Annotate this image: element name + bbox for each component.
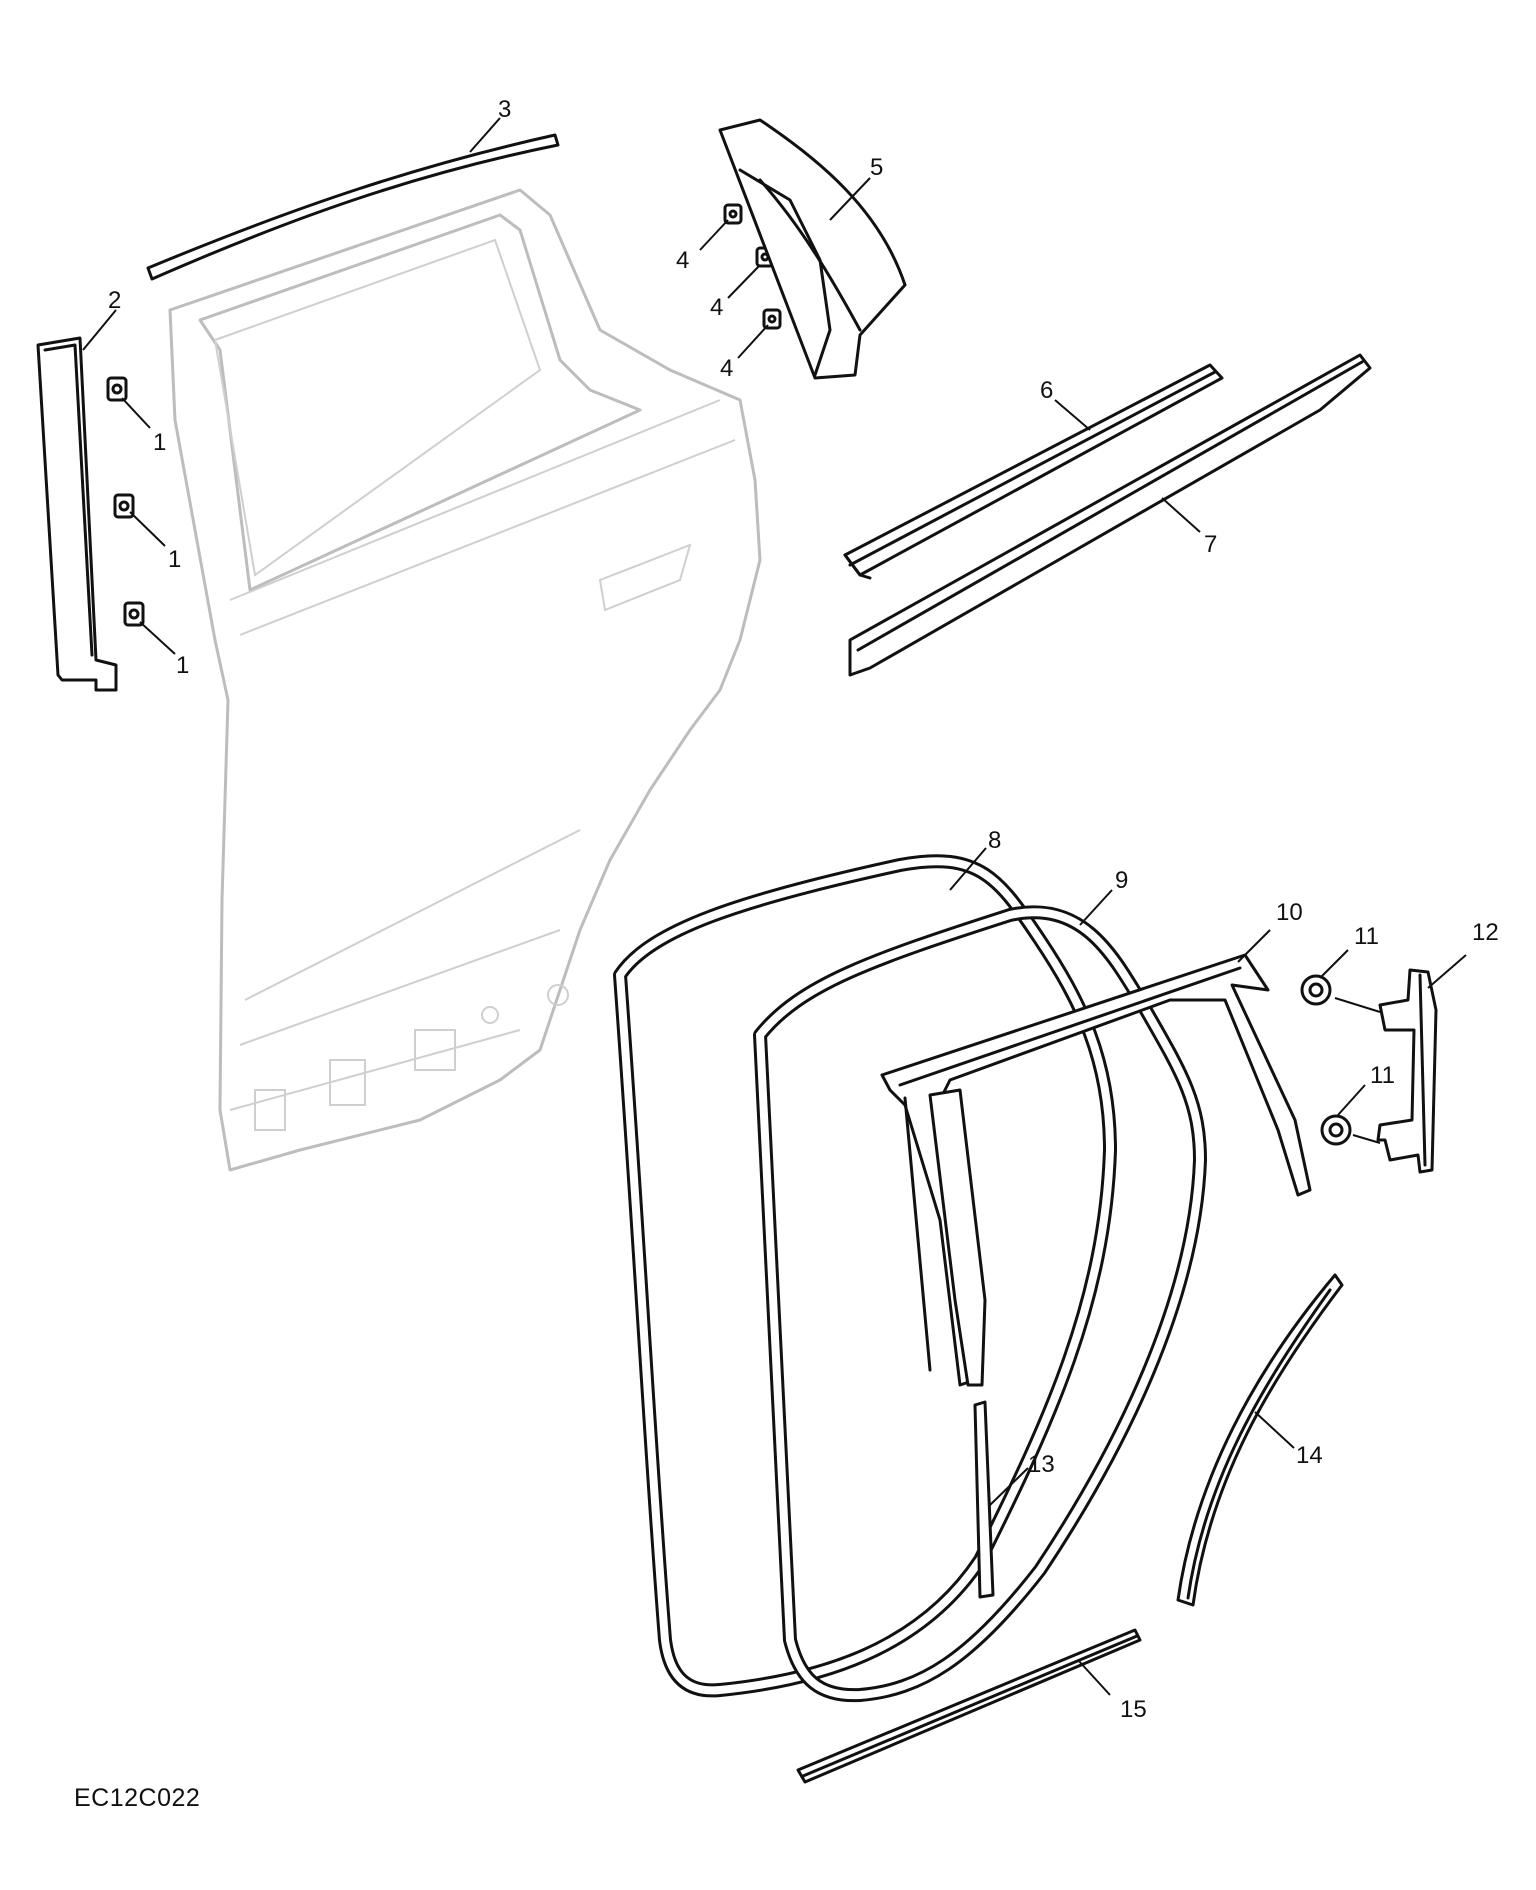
- callout-10: 10: [1276, 899, 1303, 926]
- callout-5: 5: [870, 154, 883, 181]
- part-14-curved-seal: [1176, 1273, 1344, 1607]
- part-1-clips: [106, 376, 145, 627]
- callout-8: 8: [988, 827, 1001, 854]
- callout-6: 6: [1040, 377, 1053, 404]
- part-9-body-seal: [753, 905, 1207, 1703]
- callout-3: 3: [498, 96, 511, 123]
- part-12-bracket: [1376, 968, 1438, 1174]
- rear-door-shell: [168, 188, 762, 1172]
- part-8-door-seal: [613, 854, 1117, 1698]
- callout-numbers: 2 3 1 1 1 4 4 4 5 6 7 8 9 10 11 11 12 13…: [108, 96, 1499, 1723]
- callout-12: 12: [1472, 919, 1499, 946]
- part-11-grommets: [1300, 974, 1381, 1146]
- callout-1: 1: [168, 546, 181, 573]
- nut-icon: [723, 203, 743, 225]
- callout-4: 4: [676, 247, 689, 274]
- leader-lines: [82, 117, 1467, 1696]
- nut-icon: [762, 308, 782, 330]
- callout-4: 4: [710, 294, 723, 321]
- part-5-quarter-trim: [718, 118, 907, 380]
- callout-11: 11: [1370, 1062, 1395, 1089]
- callout-9: 9: [1115, 867, 1128, 894]
- callout-14: 14: [1296, 1442, 1323, 1469]
- callout-11: 11: [1354, 923, 1379, 950]
- clip-icon: [123, 601, 145, 627]
- part-2-pillar-trim: [36, 336, 118, 692]
- part-6-belt-moulding: [843, 363, 1224, 580]
- figure-code-label: EC12C022: [74, 1784, 201, 1812]
- callout-4: 4: [720, 355, 733, 382]
- part-10-glass-run: [880, 953, 1312, 1387]
- callout-13: 13: [1028, 1451, 1055, 1478]
- grommet-icon: [1300, 974, 1332, 1006]
- grommet-icon: [1320, 1114, 1352, 1146]
- callout-1: 1: [176, 652, 189, 679]
- clip-icon: [106, 376, 128, 402]
- part-13-vertical-seal: [973, 1400, 995, 1599]
- part-7-belt-weatherstrip: [848, 353, 1372, 677]
- callout-7: 7: [1204, 531, 1217, 558]
- callout-15: 15: [1120, 1696, 1147, 1723]
- callout-2: 2: [108, 287, 121, 314]
- clip-icon: [113, 493, 135, 519]
- part-15-sill-seal: [796, 1628, 1142, 1784]
- part-3-roof-trim: [146, 133, 560, 281]
- callout-1: 1: [153, 429, 166, 456]
